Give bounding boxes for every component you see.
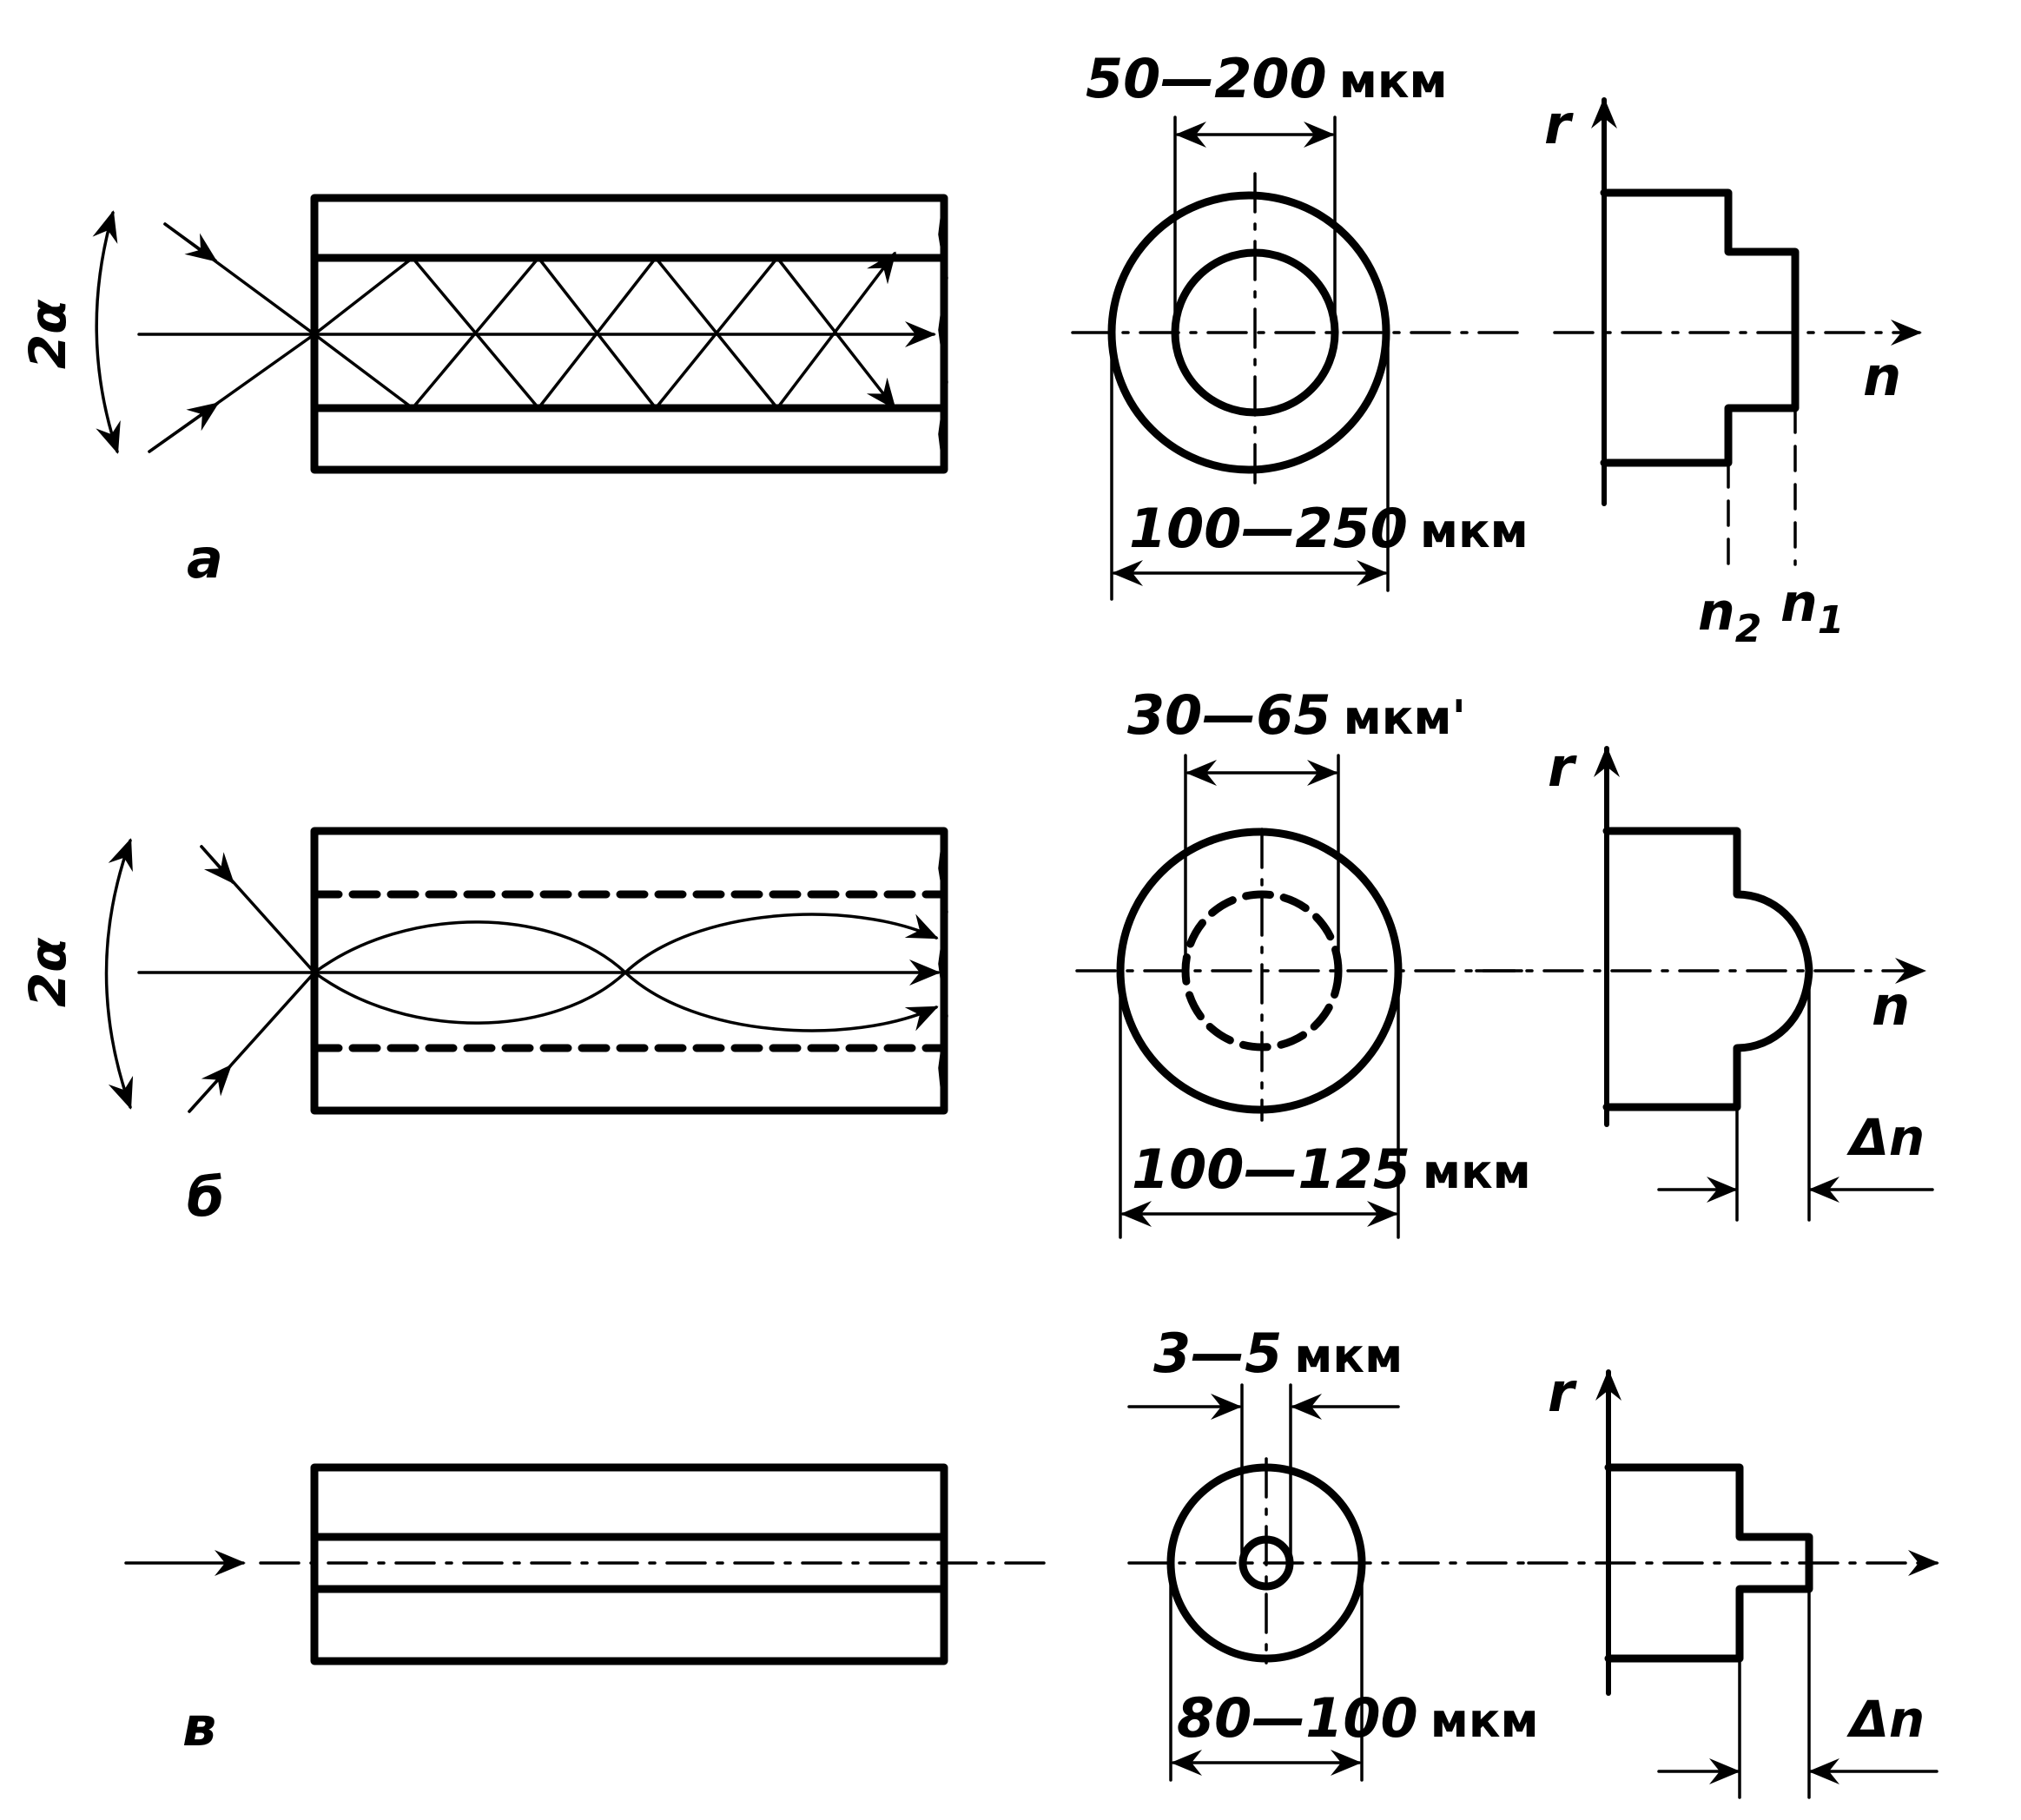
index-profile-b: r n Δn (1475, 735, 1934, 1222)
n-axis-label: n (1863, 345, 1901, 408)
acceptance-angle-arc (104, 838, 134, 1110)
r-axis-label: r (1544, 93, 1574, 156)
fiber-break-line (938, 196, 948, 471)
delta-n-label: Δn (1846, 1108, 1925, 1167)
delta-n-label: Δn (1846, 1690, 1925, 1749)
fiber-side-view-c (124, 1463, 1053, 1665)
n2-label: n2 (1698, 582, 1761, 651)
step-profile (1600, 188, 1800, 467)
n-axis-label: n (1872, 974, 1910, 1038)
input-ray-bottom-arrow (188, 1064, 233, 1113)
input-ray-bottom-arrow (148, 402, 220, 453)
r-axis-label: r (1548, 1361, 1577, 1424)
input-ray-top-arrow (163, 222, 218, 262)
index-profile-c: r Δn (1527, 1361, 1939, 1799)
input-ray-top-arrow (200, 845, 234, 885)
fiber-side-view-b: 2α (18, 827, 948, 1115)
panel-letter: в (182, 1695, 216, 1758)
angle-label: 2α (18, 937, 77, 1007)
panel-letter: а (187, 527, 223, 590)
panel-letter: б (187, 1165, 224, 1229)
index-profile-a: r n n2 n1 (1544, 93, 1922, 651)
r-axis-label: r (1548, 735, 1577, 799)
n1-label: n1 (1780, 573, 1844, 643)
ray-path-upper (313, 251, 896, 410)
fiber-break-line (938, 829, 948, 1112)
step-profile (1604, 1463, 1813, 1663)
graded-profile (1602, 827, 1813, 1111)
fiber-side-view-a: 2α (18, 194, 948, 474)
angle-label: 2α (18, 299, 77, 369)
acceptance-angle-arc (92, 210, 121, 454)
